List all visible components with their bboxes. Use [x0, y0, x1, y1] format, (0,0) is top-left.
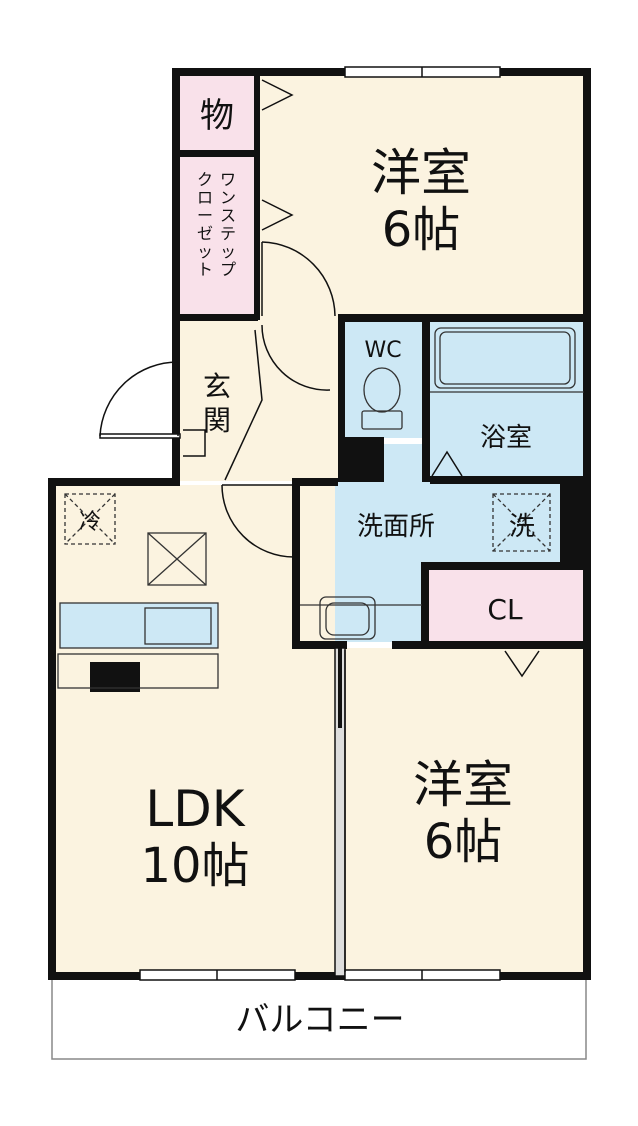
svg-text:プ: プ [220, 260, 236, 279]
svg-text:ー: ー [197, 206, 213, 225]
svg-text:ッ: ッ [220, 242, 236, 261]
bedroom-top-name: 洋室 [371, 144, 471, 202]
wall [292, 478, 300, 648]
ldk-name: LDK [145, 780, 245, 838]
toilet-tank [361, 410, 403, 430]
wall [48, 972, 591, 980]
wall [430, 476, 590, 484]
front-door [99, 433, 181, 439]
wall [338, 314, 590, 322]
svg-text:ト: ト [197, 260, 213, 279]
bedroom-bottom-floor [345, 648, 584, 973]
entrance-frame [224, 329, 263, 481]
closet-cl-door-icon [504, 650, 540, 678]
storage-label: 物 [200, 96, 234, 136]
kitchen-lower-counter [57, 653, 219, 689]
bedroom-bottom-name: 洋室 [413, 756, 513, 814]
ldk-door-swing [221, 484, 295, 558]
svg-text:ス: ス [220, 206, 236, 225]
range-hood [147, 532, 207, 586]
entrance-label-2: 関 [203, 404, 231, 437]
floors [51, 75, 587, 1060]
closet-label: CL [487, 593, 523, 626]
wall [338, 648, 342, 728]
walls [48, 68, 591, 980]
ldk-floor [55, 485, 335, 973]
bedroom-top-floor [258, 75, 584, 321]
wall [421, 562, 429, 648]
wall [292, 478, 338, 486]
kitchen-counter [59, 602, 219, 649]
washroom-floor-mid [383, 444, 423, 484]
storage-floor [178, 75, 256, 151]
svg-text:ッ: ッ [197, 242, 213, 261]
toilet-bowl [363, 367, 401, 413]
wall [338, 437, 384, 482]
wall [254, 150, 260, 320]
svg-text:ロ: ロ [197, 188, 213, 207]
bath-label: 浴室 [480, 423, 532, 453]
wc-label: WC [364, 338, 401, 363]
svg-text:ク: ク [197, 170, 213, 189]
hall-door-swing [261, 324, 331, 391]
closet-floor [428, 569, 584, 645]
svg-text:テ: テ [220, 224, 236, 243]
labels: 洋室 6帖 物 ワ ン ス テ ッ プ ク ロ ー ゼ ッ ト 玄 関 WC 浴… [79, 96, 535, 1040]
bedroom-bottom-size: 6帖 [424, 814, 503, 870]
closet-door-icon [261, 199, 294, 231]
svg-text:ン: ン [220, 188, 236, 207]
fridge-box [64, 493, 116, 545]
wall [560, 478, 591, 566]
washer-box [492, 493, 551, 552]
wall [172, 150, 258, 157]
washbasin [319, 596, 376, 640]
wall [90, 662, 140, 692]
wall [338, 314, 345, 482]
windows [139, 66, 501, 981]
washroom-label: 洗面所 [357, 512, 435, 542]
bath-door-icon [431, 450, 463, 477]
fixtures [57, 327, 584, 689]
bedroom-top-size: 6帖 [382, 202, 461, 258]
wall [392, 641, 590, 649]
wall [48, 478, 56, 980]
balcony-floor [51, 978, 587, 1060]
kitchen-sink [144, 607, 212, 645]
ldk-size: 10帖 [140, 838, 249, 894]
washer-label: 洗 [509, 512, 535, 542]
wall [172, 314, 258, 321]
bathtub [434, 327, 576, 389]
wall [254, 68, 260, 156]
wall [48, 478, 180, 486]
step-closet-col1: ワ [220, 170, 236, 189]
storage-door-icon [261, 79, 294, 111]
step-closet-vertical: ワ ン ス テ ッ プ ク ロ ー ゼ ッ ト [197, 170, 236, 279]
bathtub-inner [439, 331, 571, 385]
bath-floor [430, 321, 584, 481]
wall [421, 562, 590, 570]
entrance-step [183, 429, 206, 457]
washroom-floor [300, 481, 560, 564]
balcony-label: バルコニー [235, 1000, 404, 1040]
entrance-label-1: 玄 [203, 370, 231, 403]
step-closet-floor [178, 156, 256, 316]
fridge-label: 冷 [79, 510, 101, 535]
bedroom-top-door-swing [261, 241, 336, 317]
wall [292, 641, 347, 649]
wc-floor [345, 321, 423, 438]
doors [99, 79, 540, 972]
washbasin-inner [325, 602, 370, 636]
front-door-swing [99, 361, 179, 437]
wall [172, 68, 180, 480]
svg-text:ゼ: ゼ [197, 224, 213, 243]
wall [422, 314, 430, 482]
